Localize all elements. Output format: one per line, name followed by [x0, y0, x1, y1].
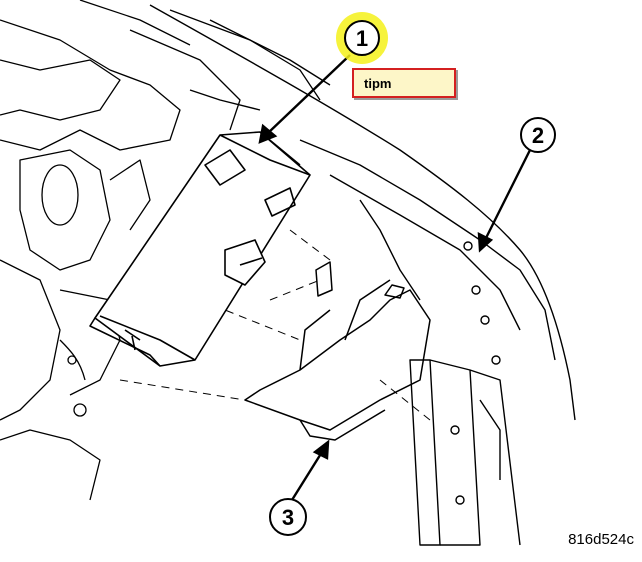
- callout-2: 2: [520, 117, 556, 153]
- callout-3: 3: [269, 498, 307, 536]
- callout-1: 1: [336, 12, 388, 64]
- vehicle-body-structure: [0, 0, 321, 501]
- mounting-bracket: [244, 261, 431, 441]
- tipm-module: [89, 131, 311, 367]
- reference-code: 816d524c: [568, 531, 634, 548]
- leader-arrows: [258, 54, 532, 501]
- frame-rail: [409, 359, 521, 546]
- tipm-note: tipm: [352, 68, 456, 98]
- callout-2-label: 2: [532, 123, 544, 148]
- callout-3-label: 3: [282, 505, 294, 530]
- callout-1-label: 1: [356, 26, 368, 51]
